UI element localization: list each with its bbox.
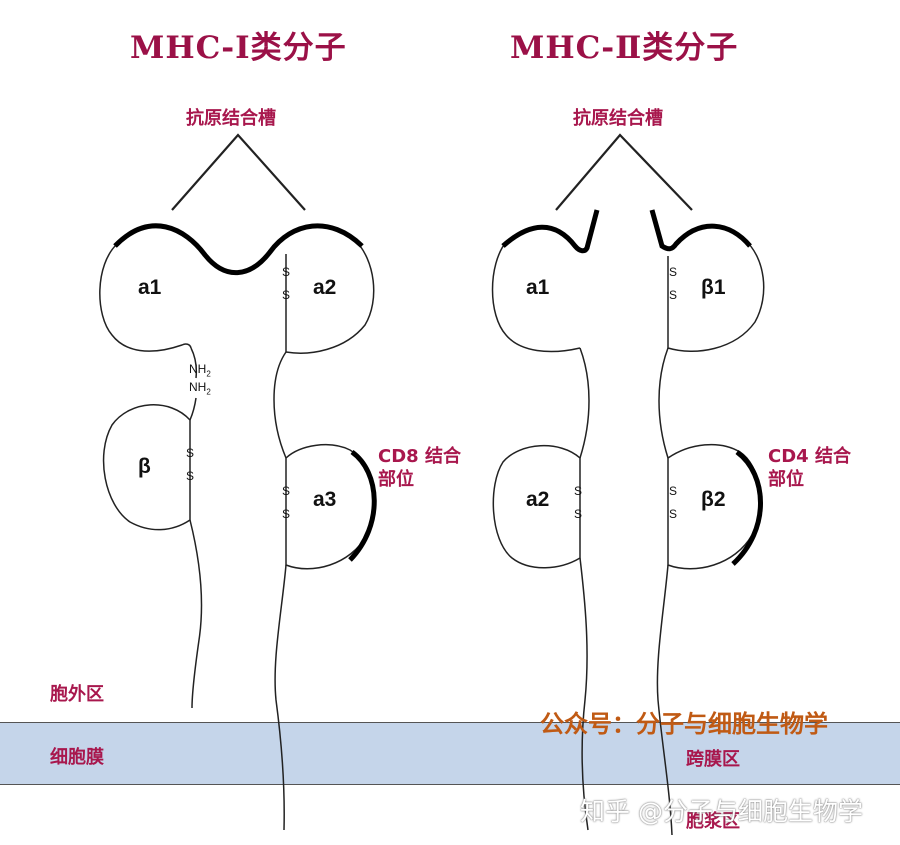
mhc2-groove-right [649,209,752,252]
mhc1-a1-domain [99,243,192,352]
zhihu-watermark: 知乎 @分子与细胞生物学 [580,797,863,826]
mhc2-a1-a2-linker [579,347,590,459]
mhc1-cd8-binding-site [348,449,377,562]
mhc1-groove-label: 抗原结合槽 [186,108,276,129]
mhc1-cd8-label: CD8 结合 部位 [378,446,461,490]
mhc1-a3-label: a3 [313,488,337,511]
mhc1-beta-label: β [138,455,151,478]
mhc1-a2-a3-linker [273,351,287,459]
mhc2-b1-label: β1 [701,276,726,299]
mhc2-b1-domain [667,239,765,353]
mhc1-a2-label: a2 [313,276,337,299]
mhc2-b2-label: β2 [701,488,726,511]
membrane-label: 细胞膜 [50,747,104,768]
mhc2-b1-b2-linker [658,347,669,459]
mhc2-groove-label: 抗原结合槽 [573,108,663,129]
mhc1-nh2-top: NH2 [189,362,211,379]
mhc1-heavy-tail [274,564,287,831]
mhc1-a1-beta-linker [189,347,198,421]
mhc1-binding-groove [113,223,364,276]
cytoplasmic-region-label: 胞浆区 [686,811,740,832]
mhc1-a1-label: a1 [138,276,162,299]
mhc2-alpha-tail [579,557,589,831]
mhc2-a2-domain [492,445,581,569]
mhc2-a1-label: a1 [526,276,550,299]
mhc1-a2-domain [285,239,375,354]
mhc2-title: MHC-Ⅱ类分子 [510,30,739,66]
mhc2-cd4-label: CD4 结合 部位 [768,446,851,490]
extracellular-region-label: 胞外区 [50,684,104,705]
mhc2-groove-pointer [555,133,693,211]
mhc1-title: MHC-Ⅰ类分子 [130,30,347,66]
mhc1-groove-pointer [171,133,306,211]
mhc2-a1-domain [491,241,581,353]
transmembrane-region-label: 跨膜区 [686,749,740,770]
mhc1-nh2-bottom: NH2 [189,380,211,397]
cell-membrane-band [0,722,900,785]
mhc2-groove-left [501,209,600,254]
official-account-watermark: 公众号：分子与细胞生物学 [540,710,828,738]
mhc2-cd4-binding-site [731,449,763,566]
mhc1-beta-domain [102,404,191,531]
mhc1-beta-tail [189,519,203,709]
mhc2-a2-label: a2 [526,488,550,511]
mhc2-beta-tail [656,564,673,836]
